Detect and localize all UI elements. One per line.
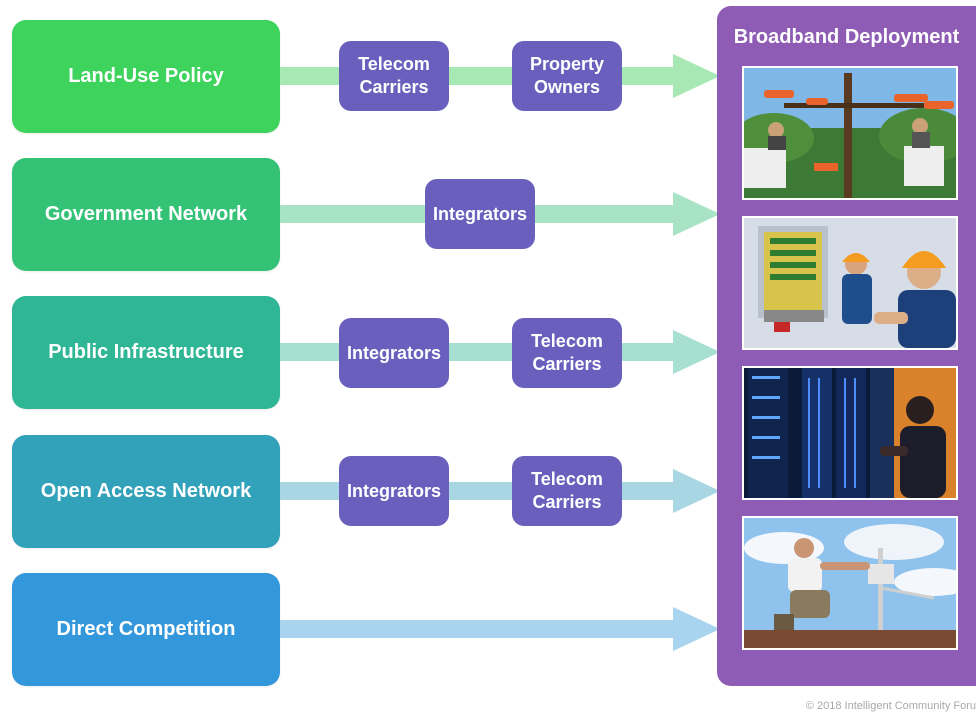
node-integrators: Integrators: [339, 318, 449, 388]
node-label-line1: Integrators: [346, 342, 442, 363]
source-label: Public Infrastructure: [48, 341, 244, 363]
source-open-access-network: Open Access Network: [12, 435, 280, 548]
source-label: Direct Competition: [56, 618, 236, 640]
flow-arrow: [280, 607, 720, 651]
source-label: Open Access Network: [40, 480, 252, 502]
source-public-infrastructure: Public Infrastructure: [12, 296, 280, 409]
node-label-line1: Integrators: [432, 203, 528, 224]
flow-arrow: [280, 469, 720, 513]
source-government-network: Government Network: [12, 158, 280, 271]
copyright-notice: © 2018 Intelligent Community Foru: [805, 700, 976, 712]
engineer-server-room-photo: [742, 366, 958, 500]
node-label-line1: Integrators: [346, 480, 442, 501]
node-label-line1: Telecom: [531, 469, 603, 489]
node-integrators: Integrators: [425, 179, 535, 249]
source-direct-competition: Direct Competition: [12, 573, 280, 686]
flow-arrow: [280, 330, 720, 374]
node-label-line2: Owners: [533, 77, 601, 97]
source-label: Land-Use Policy: [68, 65, 224, 87]
node-label-line2: Carriers: [532, 354, 602, 374]
source-label: Government Network: [44, 203, 248, 225]
node-label-line2: Carriers: [359, 77, 429, 97]
panel-title: Broadband Deployment: [733, 26, 960, 48]
broadband-deployment-panel: Broadband Deployment: [717, 6, 976, 686]
node-label-line2: Carriers: [532, 492, 602, 512]
technician-antenna-rooftop-photo: [742, 516, 958, 650]
flow-arrow: [280, 54, 720, 98]
technicians-fiber-cabinet-photo: [742, 216, 958, 350]
node-label-line1: Property: [529, 54, 605, 74]
line-workers-bucket-trucks-photo: [742, 66, 958, 200]
node-integrators: Integrators: [339, 456, 449, 526]
node-label-line1: Telecom: [358, 54, 430, 74]
node-label-line1: Telecom: [531, 331, 603, 351]
source-land-use-policy: Land-Use Policy: [12, 20, 280, 133]
